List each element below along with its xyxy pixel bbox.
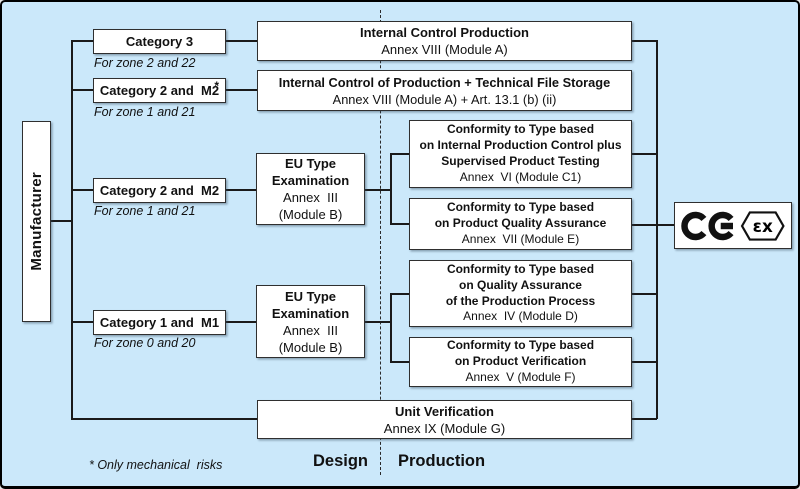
ce-mark-icon: εx	[681, 210, 785, 241]
eu-type-2-line1: EU Type	[284, 288, 337, 304]
connector-moduleD-collector	[632, 293, 657, 295]
module-a-title: Internal Control Production	[360, 25, 529, 40]
design-production-divider-line	[380, 10, 381, 475]
module-f-box: Conformity to Type based on Product Veri…	[409, 337, 632, 387]
eu-type-1-line1: EU Type	[284, 156, 337, 171]
production-phase-label: Production	[398, 452, 486, 470]
ce-letter-c	[681, 211, 707, 240]
connector-cat1m1-eutype2	[226, 321, 257, 323]
module-c1-line3: Supervised Product Testing	[441, 154, 600, 168]
module-d-line3: of the Production Process	[445, 293, 596, 308]
module-d-box: Conformity to Type based on Quality Assu…	[409, 260, 632, 327]
ce-letter-e	[708, 211, 734, 240]
category-2-m2-mech-label: Category 2 and M2	[99, 83, 220, 98]
connector-splitter2-moduleD	[390, 293, 410, 295]
eu-type-2-line4: (Module B)	[278, 339, 343, 355]
connector-splitter2-moduleF	[390, 361, 410, 363]
ex-hexagon-icon	[740, 210, 785, 241]
collector-line	[656, 40, 658, 419]
category-1-m1-label: Category 1 and M1	[99, 315, 220, 330]
connector-trunk-moduleG	[71, 418, 258, 420]
module-c1-annex: Annex VI (Module C1)	[459, 169, 582, 184]
category-1-m1-zone-label: For zone 0 and 20	[94, 336, 196, 350]
branch-line-cat2m2	[71, 189, 94, 191]
branch-line-cat3	[71, 40, 94, 42]
eu-type-examination-1-box: EU Type Examination Annex III (Module B)	[256, 153, 365, 225]
category-2-m2-mech-zone-label: For zone 1 and 21	[94, 105, 196, 119]
category-1-m1-box: Category 1 and M1	[93, 310, 226, 335]
module-e-annex: Annex VII (Module E)	[461, 231, 580, 246]
connector-cat3-moduleA	[226, 40, 258, 42]
module-e-line1: Conformity to Type based	[446, 200, 595, 215]
connector-eutype2-splitter	[365, 321, 391, 323]
category-2-m2-label: Category 2 and M2	[99, 183, 220, 198]
asterisk-marker: *	[214, 79, 219, 93]
connector-eutype1-splitter	[365, 189, 391, 191]
eu-type-1-line4: (Module B)	[278, 207, 343, 222]
module-e-line2: on Product Quality Assurance	[434, 216, 607, 231]
module-c1-line2: on Internal Production Control plus	[419, 138, 622, 153]
branch-line-cat1m1	[71, 321, 94, 323]
connector-cat2m2star-moduleB	[226, 89, 258, 91]
manufacturer-connector-line	[51, 220, 72, 222]
connector-splitter1-moduleE	[390, 223, 410, 225]
module-a-box: Internal Control Production Annex VIII (…	[257, 21, 632, 61]
module-g-title: Unit Verification	[395, 403, 494, 419]
module-d-annex: Annex IV (Module D)	[463, 309, 578, 324]
category-3-zone-label: For zone 2 and 22	[94, 56, 196, 70]
connector-moduleA-collector	[632, 40, 657, 42]
module-b-box: Internal Control of Production + Technic…	[257, 70, 632, 111]
branch-line-cat2m2star	[71, 89, 94, 91]
category-3-box: Category 3	[93, 29, 226, 54]
module-c1-box: Conformity to Type based on Internal Pro…	[409, 120, 632, 188]
module-b-annex: Annex VIII (Module A) + Art. 13.1 (b) (i…	[332, 91, 557, 107]
ce-ex-marking-box: εx	[674, 202, 792, 249]
connector-moduleF-collector	[632, 361, 657, 363]
module-f-line2: on Product Verification	[454, 354, 587, 369]
module-f-annex: Annex V (Module F)	[465, 369, 576, 384]
connector-cat2m2-eutype1	[226, 189, 257, 191]
connector-splitter1-moduleC1	[390, 153, 410, 155]
category-2-m2-box: Category 2 and M2	[93, 178, 226, 203]
trunk-line	[71, 40, 73, 419]
category-2-m2-mech-box: Category 2 and M2 *	[93, 78, 226, 103]
module-g-box: Unit Verification Annex IX (Module G)	[257, 400, 632, 439]
eu-type-1-line2: Examination	[271, 173, 350, 188]
module-f-line1: Conformity to Type based	[446, 338, 595, 353]
design-phase-label: Design	[313, 452, 369, 470]
connector-moduleG-collector	[632, 418, 657, 420]
eu-type-1-line3: Annex III	[283, 190, 338, 205]
ex-symbol-text: εx	[753, 215, 773, 235]
splitter2-line	[390, 293, 392, 362]
eu-type-2-line3: Annex III	[283, 322, 338, 338]
category-3-label: Category 3	[125, 34, 194, 49]
mechanical-risks-footnote: * Only mechanical risks	[89, 458, 223, 472]
manufacturer-box: Manufacturer	[22, 121, 51, 322]
module-a-annex: Annex VIII (Module A)	[381, 42, 508, 57]
module-c1-line1: Conformity to Type based	[446, 122, 595, 137]
module-d-line1: Conformity to Type based	[446, 261, 595, 276]
manufacturer-label: Manufacturer	[28, 172, 45, 271]
module-g-annex: Annex IX (Module G)	[383, 420, 506, 436]
connector-moduleC1-collector	[632, 153, 657, 155]
module-b-title: Internal Control of Production + Technic…	[278, 74, 611, 90]
connector-moduleE-collector-ce	[632, 224, 675, 226]
category-2-m2-zone-label: For zone 1 and 21	[94, 204, 196, 218]
eu-type-examination-2-box: EU Type Examination Annex III (Module B)	[256, 285, 365, 358]
splitter1-line	[390, 153, 392, 224]
eu-type-2-line2: Examination	[271, 305, 350, 321]
module-e-box: Conformity to Type based on Product Qual…	[409, 198, 632, 250]
module-d-line2: on Quality Assurance	[459, 277, 582, 292]
